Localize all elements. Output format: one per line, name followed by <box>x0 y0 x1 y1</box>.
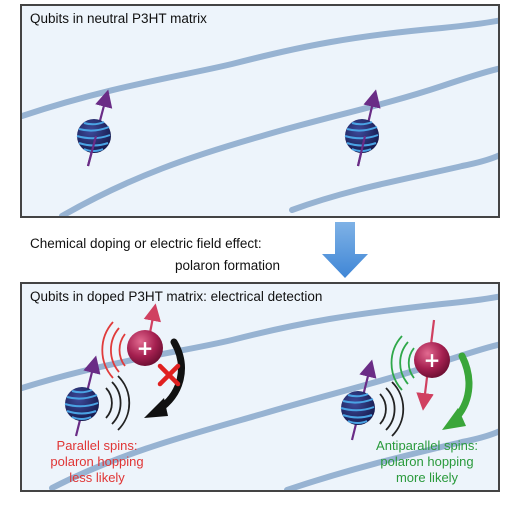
polymer-chains <box>22 17 498 216</box>
polaron-left: + <box>127 330 163 366</box>
neutral-matrix-panel: Qubits in neutral P3HT matrix <box>20 4 500 218</box>
parallel-label-line1: Parallel spins: <box>56 438 138 453</box>
polaron-symbol: + <box>424 348 441 372</box>
parallel-spin-interaction: + <box>64 303 185 437</box>
doped-matrix-panel: + <box>20 282 500 492</box>
antiparallel-spins-label: Antiparallel spins: polaron hopping more… <box>364 438 490 486</box>
polymer-chain <box>289 152 498 213</box>
neutral-matrix-drawing <box>22 17 498 216</box>
blocked-hop-arrow-icon <box>144 338 185 418</box>
parallel-spins-label: Parallel spins: polaron hopping less lik… <box>32 438 162 486</box>
doped-matrix-drawing: + <box>22 293 498 490</box>
antiparallel-spin-interaction: + <box>340 319 473 441</box>
parallel-label-line2: polaron hopping <box>50 454 144 469</box>
transition-caption-line1: Chemical doping or electric field effect… <box>30 236 262 251</box>
polymer-chain <box>284 428 498 490</box>
transition-caption-line2: polaron formation <box>175 258 281 273</box>
polymer-chain <box>59 65 498 216</box>
transition-down-arrow-icon <box>322 222 368 278</box>
doped-panel-title: Qubits in doped P3HT matrix: electrical … <box>30 289 323 304</box>
polaron-symbol: + <box>137 336 154 360</box>
antiparallel-label-line2: polaron hopping <box>380 454 474 469</box>
antiparallel-label-line1: Antiparallel spins: <box>376 438 478 453</box>
antiparallel-label-line3: more likely <box>395 470 459 485</box>
neutral-panel-title: Qubits in neutral P3HT matrix <box>30 11 207 26</box>
polymer-chain <box>22 293 498 391</box>
qubit-spin-right <box>340 359 377 441</box>
qubit-spin-right <box>344 89 381 167</box>
polymer-chain <box>22 17 498 119</box>
polaron-right: + <box>414 342 450 378</box>
parallel-label-line3: less likely <box>69 470 125 485</box>
allowed-hop-arrow-icon <box>442 352 473 430</box>
qubit-spin-left <box>64 355 101 437</box>
blocked-cross-icon <box>157 363 181 387</box>
qubit-spin-left <box>76 89 113 167</box>
